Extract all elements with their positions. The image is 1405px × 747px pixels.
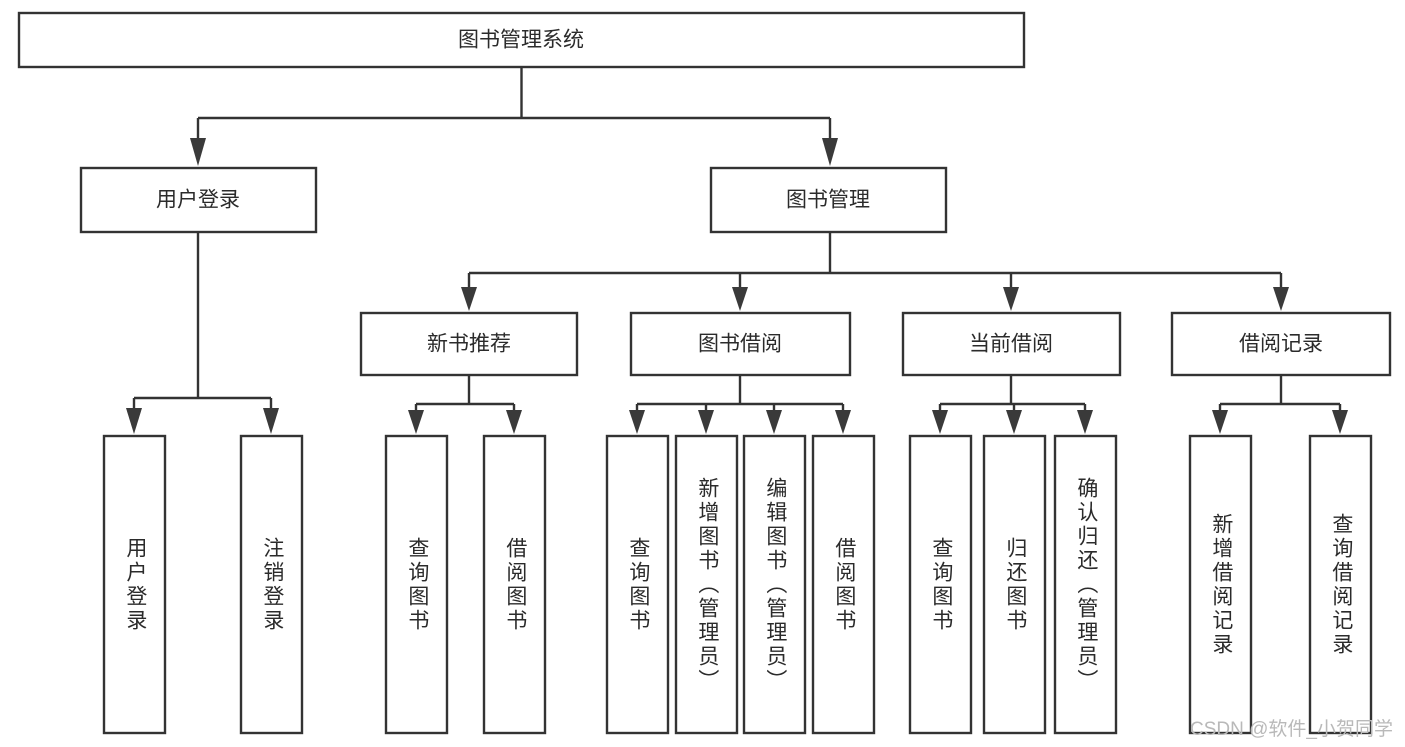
arrow-head-cb-return-book xyxy=(1006,410,1022,434)
leaf-box-confirm-return-admin[interactable] xyxy=(1053,434,1118,735)
node-box-new-book-recommend[interactable] xyxy=(359,311,579,377)
arrow-head-leaf-user-login xyxy=(126,408,142,434)
leaf-box-user-login[interactable] xyxy=(102,434,167,735)
label-book-management: 图书管理 xyxy=(786,189,870,212)
leaf-box-query-borrow-record[interactable] xyxy=(1308,434,1373,735)
connector-group-newbook-to-leaves xyxy=(408,375,522,434)
label-new-book-recommend: 新书推荐 xyxy=(427,333,511,356)
leaf-box-logout[interactable] xyxy=(239,434,304,735)
arrow-head-br-query-record xyxy=(1332,410,1348,434)
label-user-login: 用户登录 xyxy=(156,189,240,212)
leaf-box-add-book-admin[interactable] xyxy=(674,434,739,735)
arrow-head-bb-query-book xyxy=(629,410,645,434)
connector-group-root-to-level2 xyxy=(190,67,838,166)
arrow-head-nb-query-book xyxy=(408,410,424,434)
leaf-box-return-book[interactable] xyxy=(982,434,1047,735)
connector-group-current-to-leaves xyxy=(932,375,1093,434)
arrow-head-cb-confirm-return xyxy=(1077,410,1093,434)
arrow-head-book-borrow xyxy=(732,287,748,311)
arrow-head-user-login xyxy=(190,138,206,166)
leaf-box-query-book-bb[interactable] xyxy=(605,434,670,735)
leaf-box-query-book-nb[interactable] xyxy=(384,434,449,735)
node-box-current-borrow[interactable] xyxy=(901,311,1122,377)
leaf-box-edit-book-admin[interactable] xyxy=(742,434,807,735)
arrow-head-newbook-rec xyxy=(461,287,477,311)
arrow-head-cb-query-book xyxy=(932,410,948,434)
node-box-user-login[interactable] xyxy=(79,166,318,234)
leaf-box-borrow-book-bb[interactable] xyxy=(811,434,876,735)
connector-group-borrow-to-leaves xyxy=(629,375,851,434)
arrow-head-nb-borrow-book xyxy=(506,410,522,434)
arrow-head-bb-add-book xyxy=(698,410,714,434)
leaf-box-query-book-cb[interactable] xyxy=(908,434,973,735)
arrow-head-bb-borrow-book xyxy=(835,410,851,434)
arrow-head-borrow-records xyxy=(1273,287,1289,311)
label-current-borrow: 当前借阅 xyxy=(969,333,1053,356)
leaf-box-borrow-book-nb[interactable] xyxy=(482,434,547,735)
connector-group-userlogin-to-leaves xyxy=(126,232,279,434)
connector-group-records-to-leaves xyxy=(1212,375,1348,434)
node-box-root[interactable] xyxy=(17,11,1026,69)
label-book-borrow: 图书借阅 xyxy=(698,333,782,356)
node-box-borrow-records[interactable] xyxy=(1170,311,1392,377)
arrow-head-current-borrow xyxy=(1003,287,1019,311)
node-labels-horizontal: 图书管理系统 用户登录 图书管理 新书推荐 图书借阅 当前借阅 借阅记录 xyxy=(156,29,1323,356)
arrow-head-leaf-logout xyxy=(263,408,279,434)
arrow-head-br-add-record xyxy=(1212,410,1228,434)
node-box-book-borrow[interactable] xyxy=(629,311,852,377)
arrow-head-bb-edit-book xyxy=(766,410,782,434)
arrow-head-book-mgmt xyxy=(822,138,838,166)
label-borrow-records: 借阅记录 xyxy=(1239,333,1323,356)
node-boxes xyxy=(17,11,1392,735)
label-root: 图书管理系统 xyxy=(458,29,584,52)
leaf-box-add-borrow-record[interactable] xyxy=(1188,434,1253,735)
connector-group-bookmgmt-to-level3 xyxy=(461,232,1289,311)
node-box-book-management[interactable] xyxy=(709,166,948,234)
